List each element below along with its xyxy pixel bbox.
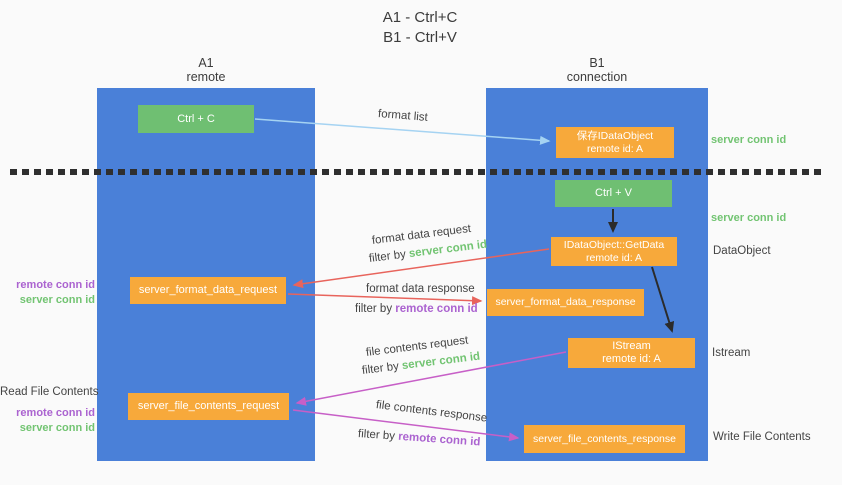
title-line-1: A1 - Ctrl+C	[382, 9, 458, 26]
lane-header-b1: B1 connection	[537, 56, 657, 84]
node-save-idataobject: 保存IDataObject remote id: A	[556, 127, 674, 158]
label-filter-by-remote-conn-id-1: filter by remote conn id	[355, 303, 478, 315]
dotted-divider-line	[10, 169, 823, 175]
node-idataobject-getdata: IDataObject::GetData remote id: A	[551, 237, 677, 266]
node-server-file-contents-request: server_file_contents_request	[128, 393, 289, 420]
label-server-conn-id-lower: server conn id	[19, 422, 95, 434]
node-ctrl-c: Ctrl + C	[138, 105, 254, 133]
node-ctrl-v-label: Ctrl + V	[595, 187, 632, 199]
label-remote-conn-id-upper: remote conn id	[16, 279, 95, 291]
lane-header-a1: A1 remote	[146, 56, 266, 84]
node-save-idataobject-line2: remote id: A	[586, 142, 644, 155]
label-remote-conn-id-lower: remote conn id	[16, 407, 95, 419]
filter-prefix: filter by	[368, 248, 410, 265]
node-getdata-line2: remote id: A	[585, 251, 643, 264]
filter-key-remote-conn-id: remote conn id	[395, 303, 478, 315]
label-server-conn-id-mid-right: server conn id	[711, 212, 787, 224]
node-istream: IStream remote id: A	[568, 338, 695, 368]
lane-b1-title: B1	[589, 56, 605, 70]
node-ctrl-c-label: Ctrl + C	[177, 112, 215, 125]
filter-prefix: filter by	[357, 428, 399, 443]
filter-key-server-conn-id: server conn id	[401, 350, 481, 373]
label-dataobject: DataObject	[713, 245, 771, 257]
label-server-conn-id-upper: server conn id	[19, 294, 95, 306]
diagram-title: A1 - Ctrl+C B1 - Ctrl+V	[330, 8, 510, 48]
label-istream: Istream	[712, 347, 751, 359]
label-file-contents-response: file contents response	[375, 399, 488, 425]
node-ctrl-v: Ctrl + V	[555, 180, 672, 207]
node-server-file-contents-response: server_file_contents_response	[524, 425, 685, 453]
label-format-list: format list	[377, 108, 429, 124]
node-file-response-label: server_file_contents_response	[532, 432, 676, 445]
label-write-file-contents: Write File Contents	[713, 431, 811, 443]
filter-prefix: filter by	[355, 303, 396, 315]
node-istream-line1: IStream	[612, 340, 651, 352]
lane-b1-subtitle: connection	[566, 70, 628, 84]
node-server-format-data-response: server_format_data_response	[487, 289, 644, 316]
filter-prefix: filter by	[361, 360, 403, 377]
label-conn-ids-lower-left: remote conn id server conn id	[0, 406, 95, 436]
node-format-request-label: server_format_data_request	[138, 284, 278, 296]
node-save-idataobject-line1: 保存IDataObject	[576, 129, 654, 142]
label-read-file-contents: Read File Contents	[0, 386, 99, 398]
node-getdata-line1: IDataObject::GetData	[563, 238, 665, 251]
arrow-format-data-response	[287, 293, 483, 306]
label-format-data-response: format data response	[366, 283, 475, 295]
lane-a1-subtitle: remote	[186, 70, 226, 84]
lane-a1-title: A1	[198, 56, 214, 70]
label-conn-ids-upper-left: remote conn id server conn id	[0, 278, 95, 308]
node-file-request-label: server_file_contents_request	[137, 400, 280, 412]
label-server-conn-id-top-right: server conn id	[711, 134, 787, 146]
filter-key-server-conn-id: server conn id	[408, 238, 488, 261]
title-line-2: B1 - Ctrl+V	[383, 29, 457, 46]
node-server-format-data-request: server_format_data_request	[130, 277, 286, 304]
node-istream-line2: remote id: A	[602, 353, 661, 365]
label-filter-by-remote-conn-id-2: filter by remote conn id	[358, 428, 481, 449]
filter-key-remote-conn-id: remote conn id	[397, 430, 481, 449]
node-format-response-label: server_format_data_response	[495, 296, 636, 308]
